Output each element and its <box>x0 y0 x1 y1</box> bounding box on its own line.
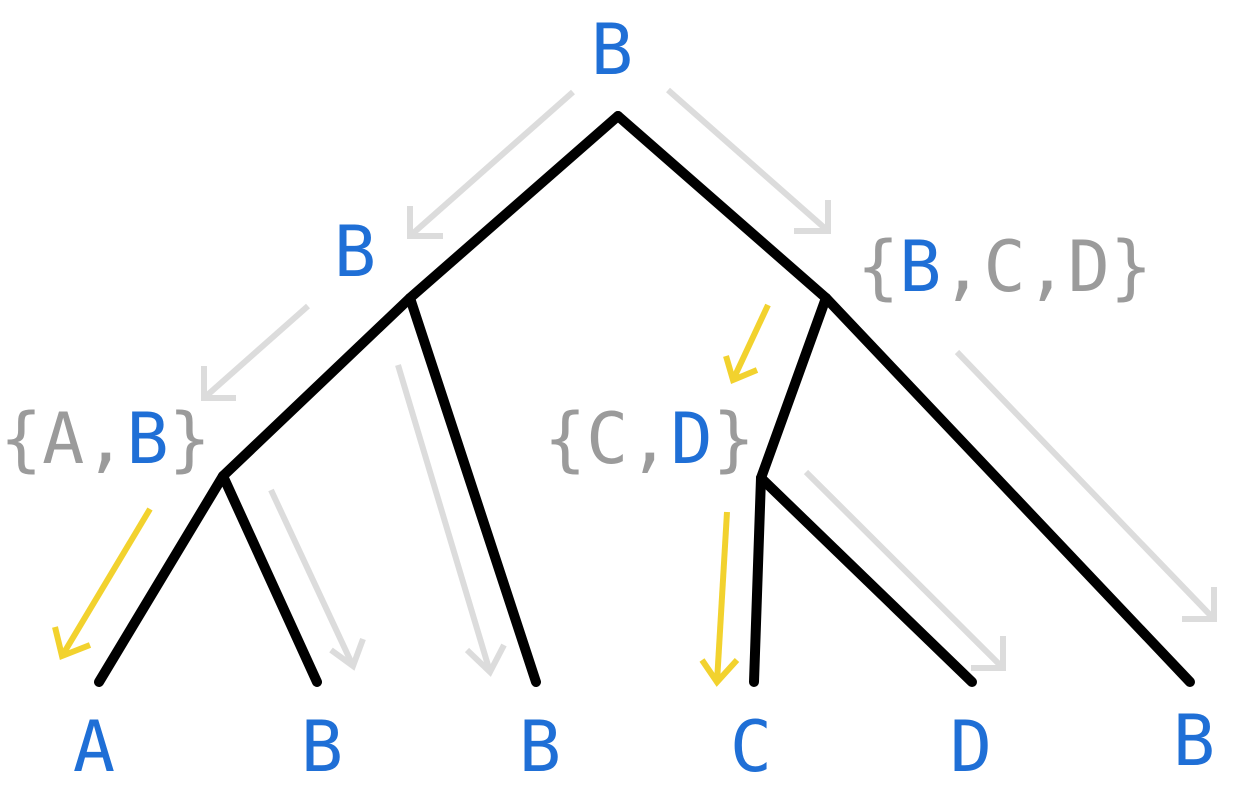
traceback-arrows <box>201 87 1217 677</box>
branch-right-leaf6 <box>821 293 1195 687</box>
branch-root-left <box>405 111 623 303</box>
leaf-label-6: B <box>1173 700 1215 782</box>
branch-right-rightleft <box>756 293 831 483</box>
branch-left-leftleft <box>218 293 415 481</box>
arrow-leftleft-to-leaf1 <box>52 507 153 661</box>
arrow-rightleft-to-leaf5 <box>803 469 1006 671</box>
leaf-label-2: B <box>301 706 343 788</box>
choice-arrows <box>52 303 771 687</box>
arrow-left-to-leftleft <box>201 303 310 401</box>
right-node-state-set: {B,C,D} <box>857 226 1152 308</box>
branch-left-leaf3 <box>405 293 541 687</box>
left-node-label: B <box>334 211 376 293</box>
leaf-label-4: C <box>730 706 772 788</box>
node-labels: B B {B,C,D} {A,B} {C,D} <box>0 9 1152 480</box>
arrow-left-to-leaf3 <box>395 364 507 677</box>
leaf-labels: A B B C D B <box>73 700 1215 788</box>
branch-root-right <box>613 111 831 303</box>
leaf-label-1: A <box>73 706 115 788</box>
leaf-label-5: D <box>950 706 992 788</box>
arrow-root-to-left <box>407 89 575 239</box>
arrow-leftleft-to-leaf2 <box>268 488 366 671</box>
tree-branches <box>94 111 1195 687</box>
arrow-right-to-rightleft <box>723 303 771 385</box>
rightleft-node-state-set: {C,D} <box>544 398 755 480</box>
branch-leftleft-leaf2 <box>218 471 322 687</box>
leftleft-node-state-set: {A,B} <box>0 398 211 480</box>
branch-rightleft-leaf5 <box>756 473 977 687</box>
branch-rightleft-leaf4 <box>749 473 766 687</box>
arrow-root-to-right <box>666 87 831 234</box>
root-label: B <box>591 9 633 91</box>
leaf-label-3: B <box>519 706 561 788</box>
arrow-rightleft-to-leaf4 <box>699 511 740 687</box>
branch-leftleft-leaf1 <box>94 471 228 687</box>
arrow-right-to-leaf6 <box>954 349 1217 622</box>
